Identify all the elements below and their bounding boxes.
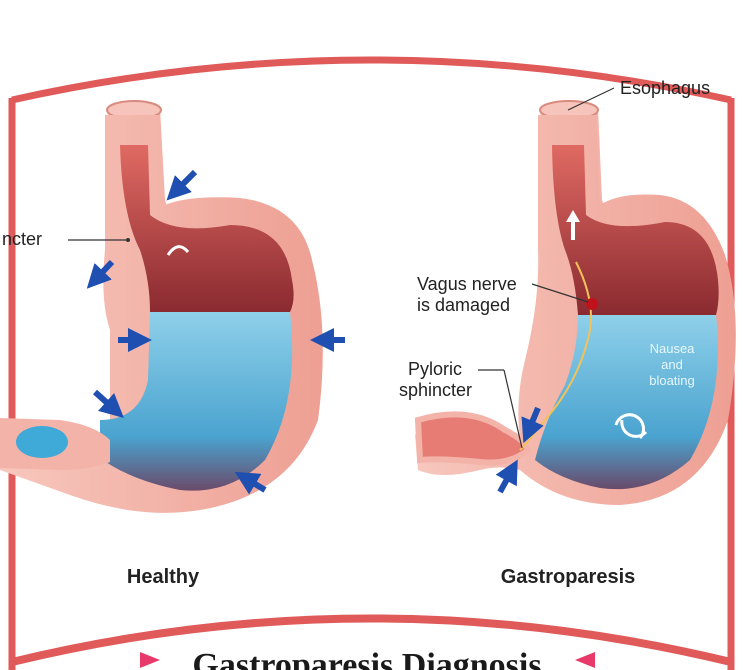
pyloric-label-line1: Pyloric	[408, 359, 462, 379]
healthy-pylorus-fluid	[16, 426, 68, 458]
gp-inner-cavity	[552, 145, 719, 315]
arrow-icon	[500, 470, 512, 492]
esophagus-label: Esophagus	[620, 78, 710, 98]
title-banner: Gastroparesis Diagnosis	[140, 647, 595, 670]
gp-pylorus	[418, 414, 528, 462]
nausea-label-line1: Nausea	[650, 341, 696, 356]
nerve-dot-icon	[586, 298, 598, 310]
gastroparesis-stomach: Esophagus Vagus nerve is damaged Pyloric…	[399, 78, 736, 505]
title-arrow-left-icon	[140, 652, 160, 668]
sphincter-label: ncter	[2, 229, 42, 249]
healthy-sphincter-dot	[126, 238, 130, 242]
vagus-label-line2: is damaged	[417, 295, 510, 315]
arrow-icon	[175, 172, 195, 192]
healthy-caption: Healthy	[127, 566, 200, 588]
healthy-stomach: ncter	[0, 101, 345, 513]
gastroparesis-caption: Gastroparesis	[501, 566, 636, 588]
nausea-label-line3: bloating	[649, 373, 695, 388]
page-title: Gastroparesis Diagnosis	[192, 647, 541, 670]
pyloric-label-line2: sphincter	[399, 380, 472, 400]
title-arrow-right-icon	[575, 652, 595, 668]
vagus-label-line1: Vagus nerve	[417, 274, 517, 294]
nausea-label-line2: and	[661, 357, 683, 372]
